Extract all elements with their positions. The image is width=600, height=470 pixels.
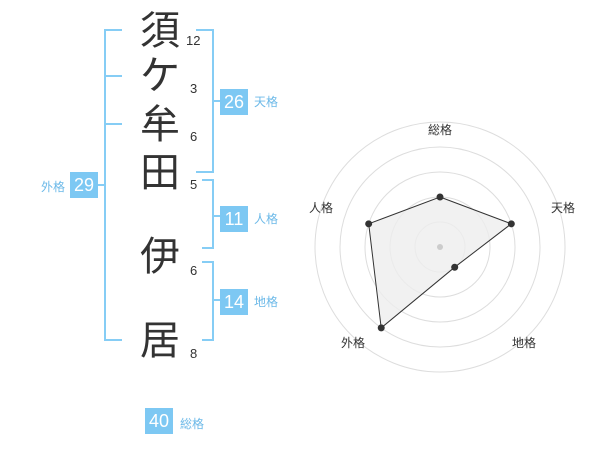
name-char-4: 田 [140, 150, 180, 196]
radar-label-soukaku: 総格 [428, 123, 453, 137]
radar-ring-3 [364, 171, 516, 323]
radar-point-5 [365, 220, 373, 228]
stroke-count-4: 5 [190, 177, 198, 192]
soukaku-value-badge: 40 [145, 408, 174, 434]
stroke-count-3: 6 [190, 129, 198, 144]
radar-points [365, 193, 515, 332]
radar-ring-4 [339, 146, 541, 348]
radar-label-jinkaku: 人格 [309, 201, 334, 215]
chikaku-label: 地格 [254, 295, 279, 309]
radar-polygon [368, 196, 513, 329]
name-char-3: 牟 [140, 102, 180, 148]
tenkaku-label: 天格 [254, 95, 279, 109]
stroke-count-6: 8 [190, 346, 198, 361]
radar-label-chikaku: 地格 [512, 336, 537, 350]
name-char-1: 須 [140, 8, 180, 54]
tenkaku-value-badge: 26 [220, 89, 249, 115]
gaikaku-label: 外格 [41, 180, 66, 194]
jinkaku-bracket [202, 179, 214, 249]
name-char-5: 伊 [140, 234, 180, 280]
radar-point-4 [377, 324, 385, 332]
radar-label-gaikaku: 外格 [341, 336, 366, 350]
stroke-count-5: 6 [190, 263, 198, 278]
jinkaku-value-badge: 11 [220, 206, 248, 232]
radar-point-3 [451, 263, 459, 271]
name-char-2: ケ [140, 53, 180, 99]
name-char-6: 居 [140, 318, 180, 364]
stroke-count-2: 3 [190, 81, 198, 96]
radar-point-2 [507, 220, 515, 228]
jinkaku-label: 人格 [254, 212, 279, 226]
radar-center-dot [437, 244, 443, 250]
radar-point-1 [436, 193, 444, 201]
chikaku-value-badge: 14 [220, 289, 249, 315]
gaikaku-value-badge: 29 [70, 172, 99, 198]
radar-ring-5 [314, 121, 566, 373]
soukaku-label: 総格 [180, 417, 205, 431]
stroke-count-1: 12 [186, 33, 201, 48]
radar-label-tenkaku: 天格 [551, 201, 576, 215]
